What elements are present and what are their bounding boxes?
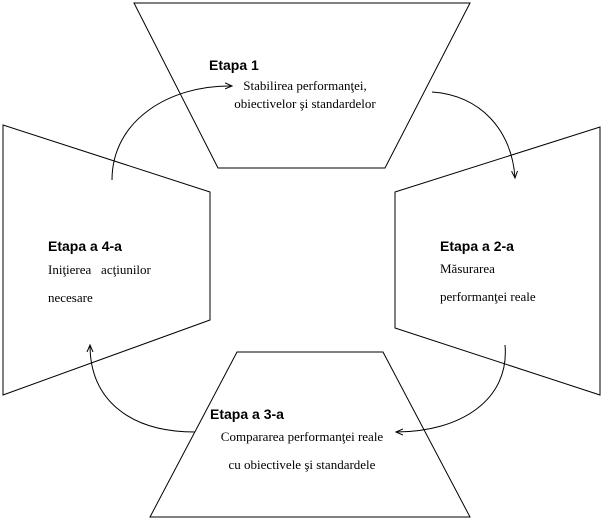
stage-4-line-1: Iniţierea acţiunilor [48,262,152,277]
stage-2-shape [394,126,601,396]
stage-3-shape [149,351,471,518]
stage-2-title: Etapa a 2-a [440,238,514,254]
stage-1-line-1: Stabilirea performanţei, [243,78,366,93]
stage-4-shape [2,124,211,396]
stage-2-line-1: Măsurarea [440,261,495,276]
arrow-4-to-1 [111,86,232,181]
arrow-1-to-2 [431,91,515,178]
stage-4-title: Etapa a 4-a [48,238,122,254]
stage-4-line-2: necesare [48,290,93,305]
stage-2-line-2: performanţei reale [440,289,536,304]
stage-1-shape [133,2,471,169]
stage-3-line-2: cu obiectivele şi standardele [229,457,376,472]
stage-3-line-1: Compararea performanţei reale [221,429,384,444]
stage-3-title: Etapa a 3-a [210,406,284,422]
stage-1-title: Etapa 1 [209,57,259,73]
arrow-3-to-4 [90,345,196,433]
arrow-2-to-3 [396,344,506,432]
stage-1-line-2: obiectivelor şi standardelor [234,96,376,111]
